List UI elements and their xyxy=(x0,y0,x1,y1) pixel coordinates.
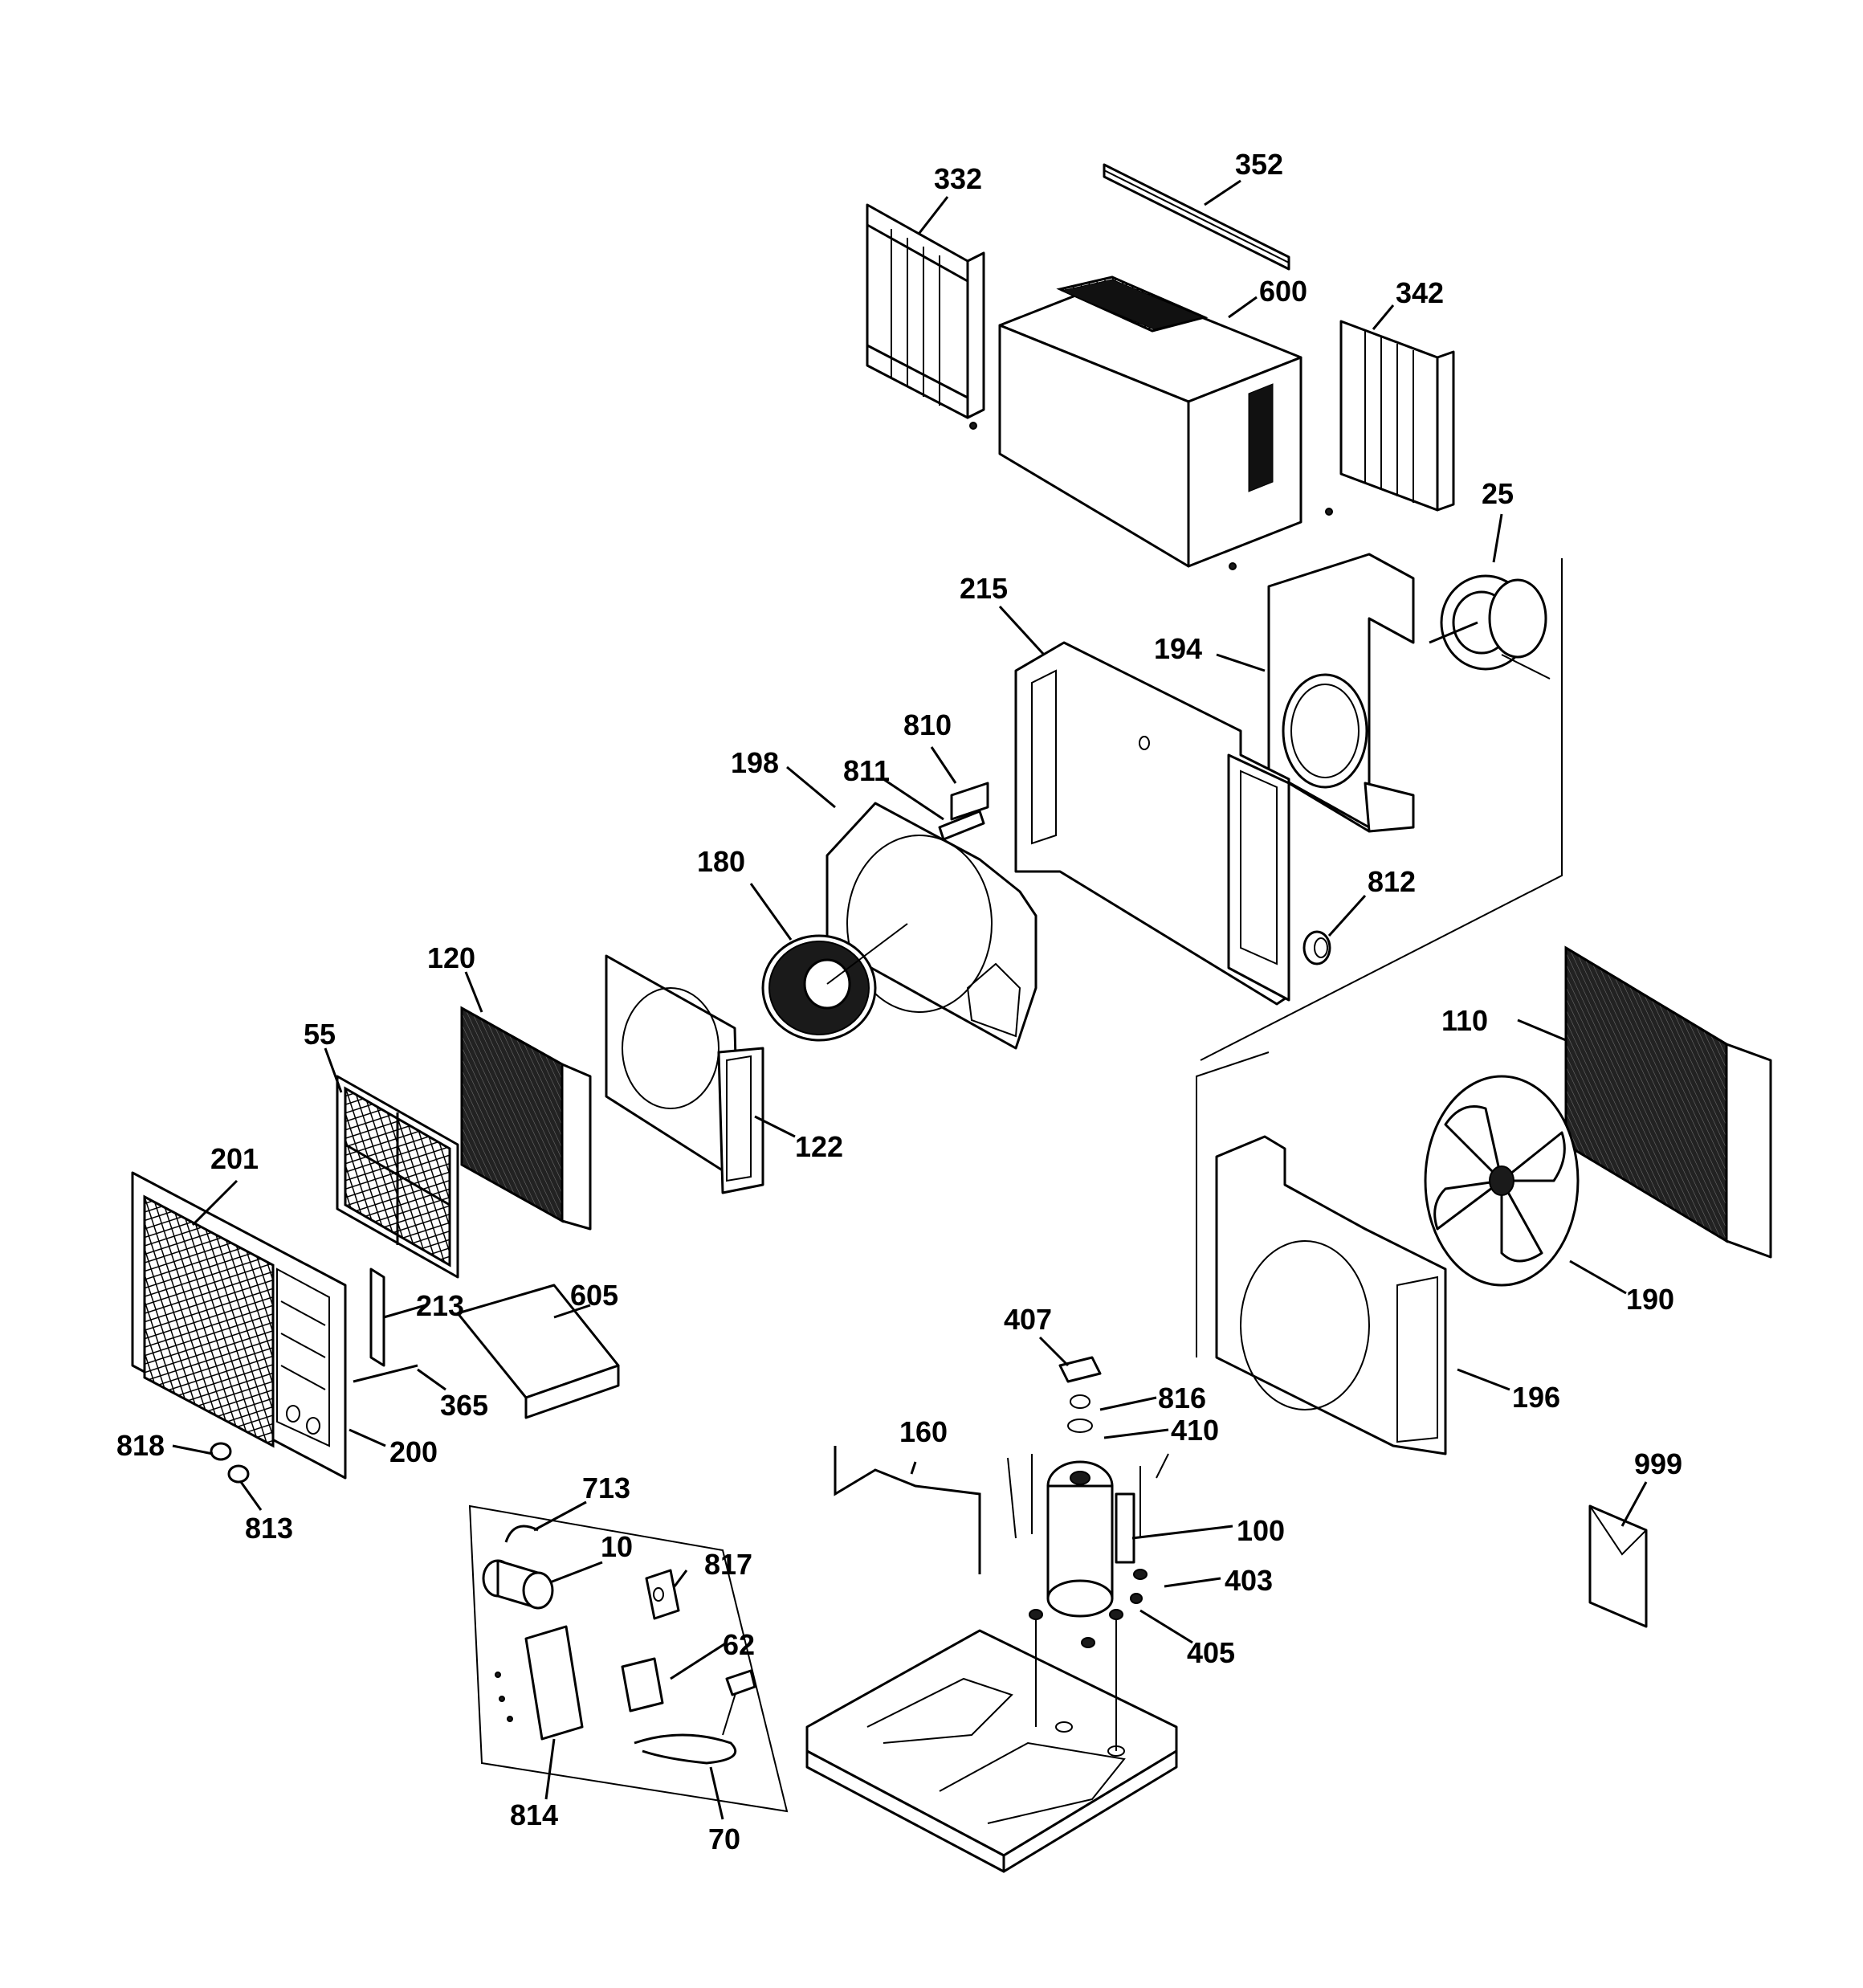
capacitor-strap xyxy=(504,1525,539,1543)
callout-62: 62 xyxy=(723,1628,755,1661)
front-side-piece xyxy=(353,1268,418,1383)
condenser-shroud xyxy=(1215,1135,1447,1455)
electrical-panel-outline xyxy=(468,1504,789,1813)
compressor xyxy=(1007,1453,1169,1618)
callout-25: 25 xyxy=(1482,477,1514,510)
callout-811: 811 xyxy=(843,754,890,787)
callout-814: 814 xyxy=(510,1798,558,1831)
callout-196: 196 xyxy=(1512,1381,1560,1414)
condenser-fan-blade xyxy=(1424,1075,1580,1287)
control-knobs xyxy=(210,1442,250,1484)
callout-120: 120 xyxy=(427,941,475,974)
capacitor xyxy=(482,1559,554,1610)
callout-605: 605 xyxy=(570,1279,618,1312)
callout-352: 352 xyxy=(1235,148,1283,181)
callout-201: 201 xyxy=(210,1142,259,1175)
callout-110: 110 xyxy=(1441,1004,1488,1037)
callout-403: 403 xyxy=(1225,1564,1273,1597)
callout-122: 122 xyxy=(795,1130,843,1163)
callout-407: 407 xyxy=(1004,1303,1052,1336)
callout-70: 70 xyxy=(708,1823,740,1855)
callout-10: 10 xyxy=(601,1530,633,1563)
overload-protector xyxy=(1058,1356,1102,1433)
callout-816: 816 xyxy=(1158,1382,1206,1414)
air-filter xyxy=(336,1075,459,1279)
callout-817: 817 xyxy=(704,1548,752,1581)
callout-365: 365 xyxy=(440,1389,488,1422)
callout-342: 342 xyxy=(1396,276,1444,309)
callout-405: 405 xyxy=(1187,1636,1235,1669)
selector-switch xyxy=(645,1569,680,1620)
barrier-sheet xyxy=(834,1446,981,1574)
motor-mount-bracket xyxy=(1267,553,1415,833)
drain-tray xyxy=(456,1284,620,1419)
evaporator-coil xyxy=(460,1006,592,1231)
callout-810: 810 xyxy=(903,708,952,741)
control-bracket xyxy=(495,1625,584,1741)
callout-198: 198 xyxy=(731,746,779,779)
top-rail xyxy=(1103,163,1290,271)
callout-160: 160 xyxy=(899,1415,948,1448)
callout-999: 999 xyxy=(1634,1447,1682,1480)
callout-713: 713 xyxy=(582,1472,630,1504)
callout-55: 55 xyxy=(304,1018,336,1051)
callout-332: 332 xyxy=(934,162,982,195)
fan-motor xyxy=(1429,574,1551,680)
cabinet xyxy=(969,276,1333,570)
side-curtain-left xyxy=(866,203,985,419)
callout-200: 200 xyxy=(389,1435,438,1468)
partition-panel xyxy=(1014,641,1290,1006)
callout-190: 190 xyxy=(1626,1283,1674,1316)
power-cord xyxy=(634,1669,756,1765)
grommet xyxy=(1302,930,1331,965)
foam-seal-pieces xyxy=(938,782,989,841)
callout-818: 818 xyxy=(116,1429,165,1462)
callout-194: 194 xyxy=(1154,632,1202,665)
callout-215: 215 xyxy=(960,572,1008,605)
literature-envelope xyxy=(1588,1504,1648,1628)
side-curtain-right xyxy=(1339,320,1455,512)
front-grille xyxy=(131,1171,347,1480)
callout-813: 813 xyxy=(245,1512,293,1545)
mounting-grommets xyxy=(1029,1569,1148,1648)
callout-410: 410 xyxy=(1171,1414,1219,1447)
callout-812: 812 xyxy=(1368,865,1416,898)
callout-180: 180 xyxy=(697,845,745,878)
blower-wheel xyxy=(761,923,908,1042)
condenser-coil xyxy=(1564,945,1772,1259)
orifice-plate xyxy=(605,954,764,1194)
base-pan xyxy=(805,1619,1178,1873)
callout-100: 100 xyxy=(1237,1514,1285,1547)
callout-213: 213 xyxy=(416,1289,464,1322)
callout-labels: 332 352 600 342 25 215 194 810 198 811 1… xyxy=(116,148,1682,1855)
thermostat xyxy=(621,1657,664,1712)
leader-lines xyxy=(172,179,1648,1820)
callout-600: 600 xyxy=(1259,275,1307,308)
